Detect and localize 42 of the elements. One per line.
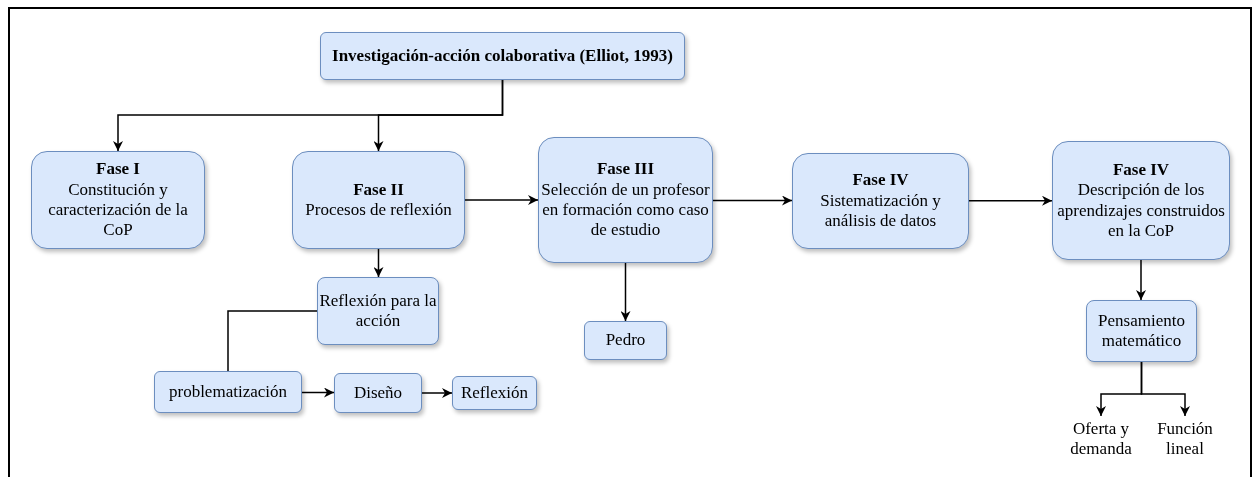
arrow	[1136, 259, 1146, 301]
process-box	[1052, 141, 1230, 260]
process-box	[538, 137, 713, 263]
node-text: Función lineal	[1156, 418, 1214, 460]
node-text: Reflexión	[460, 382, 528, 404]
node-text: Reflexión para la acción	[318, 290, 438, 332]
arrow	[373, 79, 504, 152]
phase-heading: Fase I	[96, 159, 140, 180]
process-box	[792, 153, 969, 249]
phase-heading: Fase IV	[1112, 159, 1170, 181]
process-box	[31, 151, 205, 249]
node-text: problematización	[169, 381, 287, 403]
arrow	[301, 387, 335, 398]
phase-heading: Fase IV	[852, 170, 909, 191]
node-text: Sistematización y análisis de datos	[819, 190, 942, 232]
node-text: Pedro	[605, 330, 646, 351]
node-text: Procesos de reflexión	[305, 200, 452, 221]
process-box	[320, 32, 685, 80]
node-text: Investigación-acción colaborativa (Elliot, 1993)	[332, 45, 673, 67]
process-box	[1086, 300, 1197, 362]
node-text: Oferta y demanda	[1069, 418, 1133, 460]
process-box	[334, 373, 422, 413]
arrow	[968, 195, 1053, 206]
phase-heading: Fase III	[596, 159, 655, 180]
node-text: Diseño	[353, 382, 403, 404]
connector-line	[227, 310, 318, 372]
arrow	[1140, 361, 1190, 417]
node-text: Selección de un profesor en formación como caso de estudio	[540, 179, 711, 241]
process-box	[584, 321, 667, 360]
arrow	[620, 262, 631, 322]
arrow	[421, 388, 453, 398]
node-text: Descripción de los aprendizajes construidos en la CoP	[1056, 180, 1226, 242]
process-box	[317, 277, 439, 345]
process-box	[452, 376, 537, 410]
node-text: Pensamiento matemático	[1097, 310, 1186, 352]
arrow	[373, 248, 384, 278]
process-box	[292, 151, 465, 249]
process-box	[154, 371, 302, 413]
phase-heading: Fase II	[353, 179, 404, 200]
arrow	[464, 195, 539, 205]
node-text: Constitución y caracterización de la CoP	[47, 179, 189, 241]
arrow	[712, 195, 793, 206]
